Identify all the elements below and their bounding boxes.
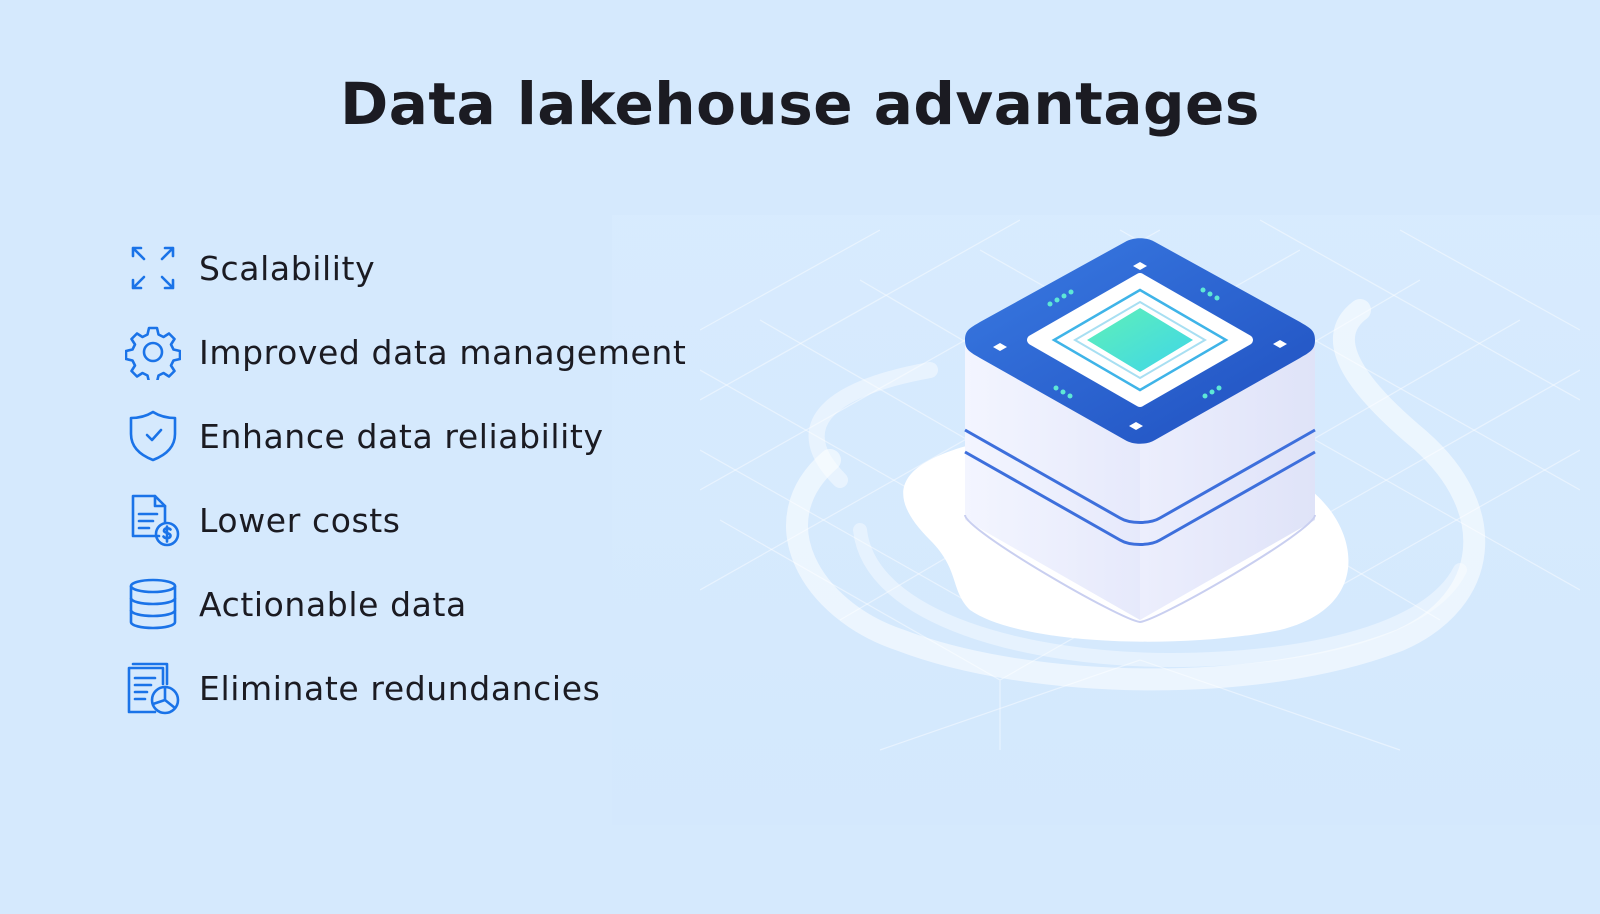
advantage-label: Improved data management <box>199 332 687 372</box>
database-icon <box>125 576 181 632</box>
data-swirl <box>786 299 1486 691</box>
report-pie-chart-icon <box>125 660 181 716</box>
server-block <box>964 238 1316 624</box>
server-illustration <box>700 219 1580 751</box>
list-item: Scalability <box>125 226 686 310</box>
list-item: Improved data management <box>125 310 686 394</box>
list-item: Enhance data reliability <box>125 394 686 478</box>
list-item: Actionable data <box>125 562 686 646</box>
gear-icon <box>125 324 181 380</box>
shield-check-icon <box>125 408 181 464</box>
page-title: Data lakehouse advantages <box>340 70 1260 138</box>
expand-arrows-icon <box>125 240 181 296</box>
list-item: Eliminate redundancies <box>125 646 686 730</box>
list-item: Lower costs <box>125 478 686 562</box>
advantage-label: Actionable data <box>199 584 467 624</box>
document-dollar-icon <box>125 492 181 548</box>
chip <box>1087 308 1193 372</box>
advantage-label: Scalability <box>199 248 376 288</box>
advantages-list: Scalability Improved data management Enh… <box>125 226 686 730</box>
advantage-label: Eliminate redundancies <box>199 668 601 708</box>
advantage-label: Lower costs <box>199 500 401 540</box>
advantage-label: Enhance data reliability <box>199 416 604 456</box>
